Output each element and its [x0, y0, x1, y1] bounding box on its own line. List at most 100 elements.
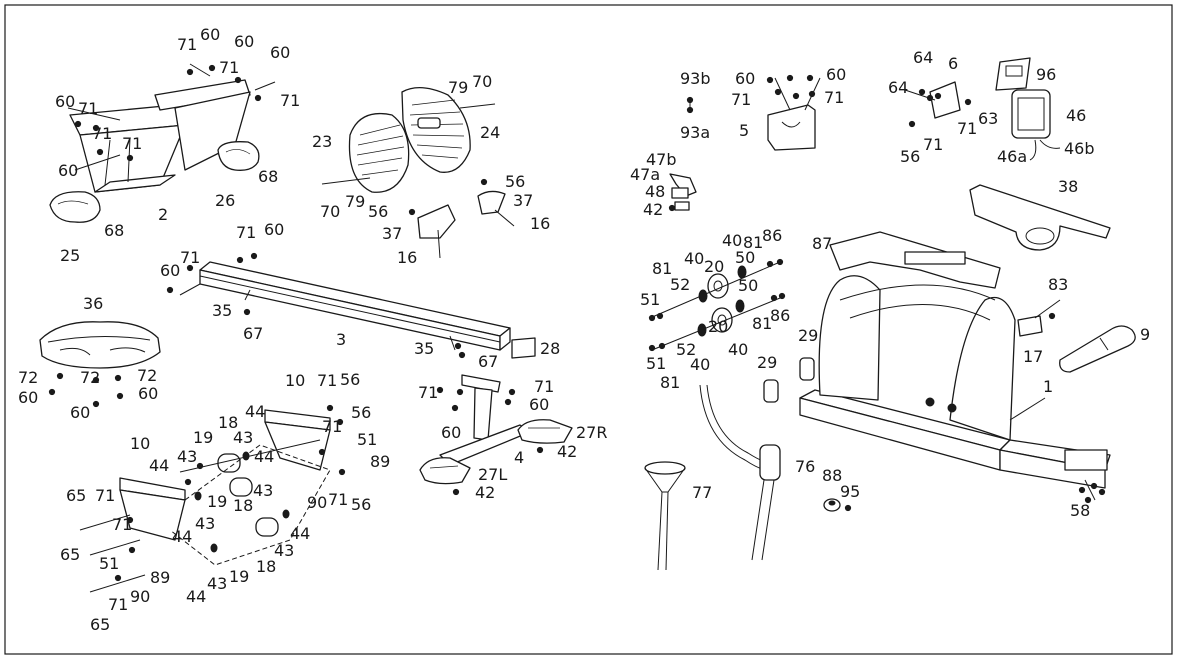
- part-label: 60: [441, 423, 461, 442]
- part-label: 60: [160, 261, 180, 280]
- fastener: [126, 516, 134, 524]
- main-frame-part-1: [799, 275, 1111, 489]
- part-number-labels: 71 60 60 60 71 71 60 71 71 71 60 2 26 68…: [18, 25, 1150, 634]
- part-label: 52: [676, 340, 696, 359]
- part-label: 81: [743, 233, 763, 252]
- part-label: 17: [1023, 347, 1043, 366]
- part-label: 51: [640, 290, 660, 309]
- part-label: 58: [1070, 501, 1090, 520]
- fastener: [184, 478, 192, 486]
- fastener: [934, 92, 942, 100]
- part-label: 37: [382, 224, 402, 243]
- part-label: 65: [60, 545, 80, 564]
- part-label: 56: [368, 202, 388, 221]
- part-label: 87: [812, 234, 832, 253]
- part-label: 71: [957, 119, 977, 138]
- part-label: 40: [684, 249, 704, 268]
- handle-part-9: [1059, 325, 1136, 373]
- part-label: 42: [643, 200, 663, 219]
- fastener: [196, 462, 204, 470]
- part-label: 18: [233, 496, 253, 515]
- seat-plate-part-10-right: [264, 409, 331, 471]
- fastener: [458, 351, 466, 359]
- fastener: [254, 94, 262, 102]
- part-label: 51: [357, 430, 377, 449]
- part-label: 64: [913, 48, 933, 67]
- part-label: 19: [229, 567, 249, 586]
- part-label: 71: [280, 91, 300, 110]
- part-label: 44: [172, 527, 192, 546]
- plug-part-88: [823, 498, 841, 512]
- fastener: [766, 260, 774, 268]
- part-label: 60: [55, 92, 75, 111]
- fastener: [336, 418, 344, 426]
- part-label: 83: [1048, 275, 1068, 294]
- fastener: [338, 468, 346, 476]
- part-label: 27L: [478, 465, 507, 484]
- part-label: 60: [18, 388, 38, 407]
- part-label: 60: [270, 43, 290, 62]
- pulley-part-29: [763, 357, 815, 403]
- part-label: 72: [18, 368, 38, 387]
- part-label: 77: [692, 483, 712, 502]
- part-label: 71: [108, 595, 128, 614]
- part-label: 46b: [1064, 139, 1095, 158]
- part-label: 81: [652, 259, 672, 278]
- fastener: [92, 376, 100, 384]
- part-label: 60: [58, 161, 78, 180]
- pedal-part-23: [348, 112, 410, 193]
- part-label: 64: [888, 78, 908, 97]
- part-label: 35: [212, 301, 232, 320]
- part-label: 81: [660, 373, 680, 392]
- fastener: [656, 312, 664, 320]
- foot-cap-part-25: [49, 191, 101, 223]
- part-label: 96: [1036, 65, 1056, 84]
- fastener: [844, 504, 852, 512]
- part-label: 9: [1140, 325, 1150, 344]
- fastener: [126, 154, 134, 162]
- fastener: [116, 392, 124, 400]
- fastener: [96, 148, 104, 156]
- part-label: 4: [514, 448, 524, 467]
- console-cover-part-96: [995, 57, 1031, 91]
- drawing-border: [4, 4, 1173, 655]
- rollers-part-18: [194, 451, 290, 553]
- part-label: 51: [646, 354, 666, 373]
- fastener: [452, 488, 460, 496]
- fastener: [786, 74, 794, 82]
- fastener: [792, 92, 800, 100]
- part-label: 27R: [576, 423, 607, 442]
- part-label: 68: [104, 221, 124, 240]
- fastener: [1048, 312, 1056, 320]
- part-label: 44: [186, 587, 206, 606]
- fastener: [908, 120, 916, 128]
- part-label: 50: [738, 276, 758, 295]
- pedal-part-24: [401, 87, 471, 173]
- part-label: 26: [215, 191, 235, 210]
- part-label: 71: [180, 248, 200, 267]
- fastener: [778, 292, 786, 300]
- part-label: 60: [138, 384, 158, 403]
- part-label: 60: [529, 395, 549, 414]
- fastener: [128, 546, 136, 554]
- fastener: [186, 68, 194, 76]
- part-label: 43: [233, 428, 253, 447]
- fasteners: [48, 64, 1106, 582]
- part-label: 89: [150, 568, 170, 587]
- fastener: [114, 374, 122, 382]
- part-label: 44: [245, 402, 265, 421]
- part-label: 38: [1058, 177, 1078, 196]
- part-label: 10: [285, 371, 305, 390]
- foot-cap-part-27L: [419, 457, 471, 485]
- foot-cap-part-26: [217, 141, 260, 171]
- fastener: [74, 120, 82, 128]
- part-label: 93b: [680, 69, 711, 88]
- fastener: [686, 106, 694, 114]
- part-label: 44: [149, 456, 169, 475]
- fastener: [926, 94, 934, 102]
- part-label: 19: [193, 428, 213, 447]
- part-label: 60: [70, 403, 90, 422]
- fastener: [451, 404, 459, 412]
- fastener: [806, 74, 814, 82]
- funnel-part-77: [644, 461, 686, 571]
